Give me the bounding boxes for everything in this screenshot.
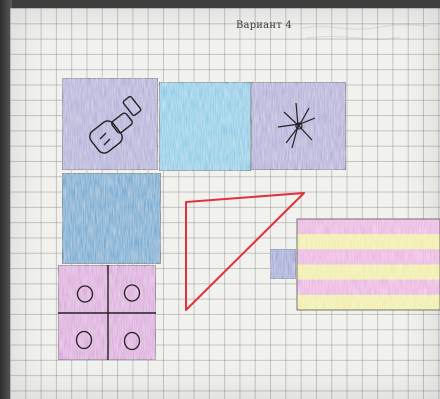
stripe-yellow [297,234,440,250]
stripe-pink [297,219,440,235]
small-blue-block [270,249,296,279]
stripe-yellow [297,265,440,281]
pink-square-with-four-circles [58,265,156,360]
striped-rectangle [297,219,440,311]
stripe-yellow [297,295,440,311]
violet-square-with-star [251,82,346,170]
dark-blue-square [62,173,161,264]
stripe-pink [297,280,440,296]
violet-square-with-object [62,78,158,170]
stripe-pink [297,249,440,265]
light-blue-square [159,82,251,171]
